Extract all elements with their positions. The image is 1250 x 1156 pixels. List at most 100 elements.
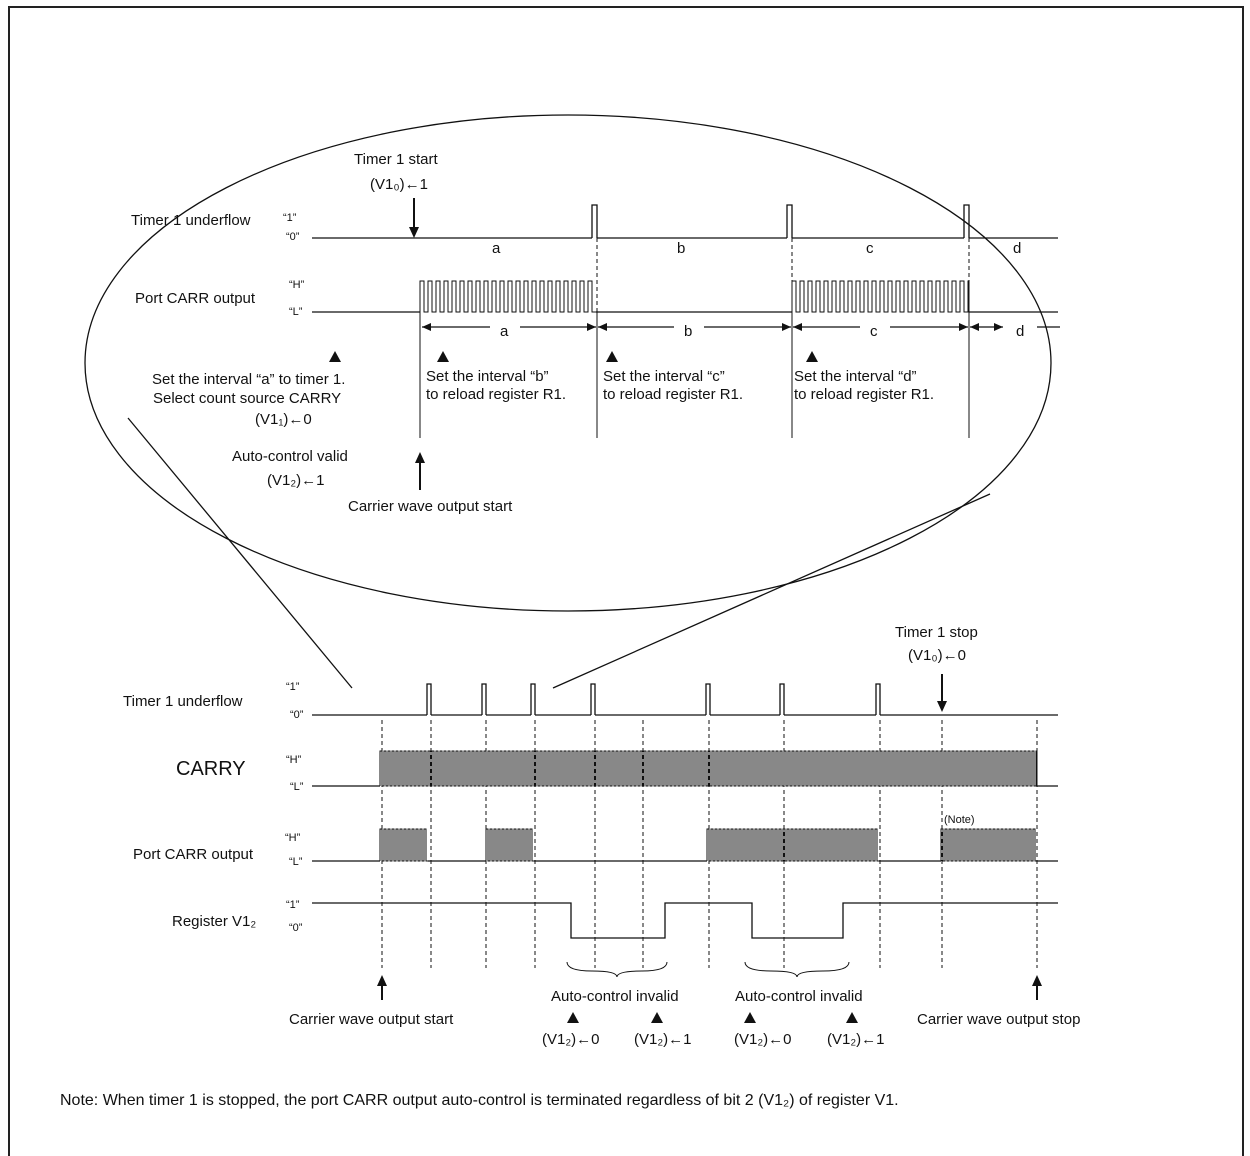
carr-level-L: “L” [289,856,303,868]
set-a-line1: Set the interval “a” to timer 1. [152,371,346,388]
set-c-line1: Set the interval “c” [603,368,725,385]
zoom-level-0: “0” [286,231,300,243]
timer-start-cmd: (V1₀)←1 [370,176,428,193]
zoom-carr-label: Port CARR output [135,290,256,307]
carry-level-H: “H” [286,754,302,766]
main-underflow-spike [590,683,596,715]
timer-stop-label: Timer 1 stop [895,624,978,641]
main-carr-label: Port CARR output [133,846,254,863]
v12-set-marker-2 [846,1012,858,1023]
interval-arrow-a-head [422,323,431,331]
zoom-underflow-spike [591,204,598,238]
auto-valid-label: Auto-control valid [232,448,348,465]
set-d-line2: to reload register R1. [794,386,935,403]
zoom-carrier-start: Carrier wave output start [348,498,513,515]
zoom-detail [84,114,1060,689]
arrow-interval-c: c [870,323,878,340]
zoom-level-H: “H” [289,279,305,291]
zoom-level-L: “L” [289,306,303,318]
underflow-interval-a: a [492,240,501,257]
zoom-connector-left [127,417,353,689]
interval-arrow-c-head [793,323,802,331]
main-underflow-spike [779,683,785,715]
arrow-interval-b: b [684,323,693,340]
timer-stop-arrow-head [937,701,947,712]
arrow-interval-a: a [500,323,509,340]
interval-arrow-a-head [587,323,596,331]
main-level-0: “0” [290,709,304,721]
cmd-v12-0-b: (V1₂)←0 [734,1031,792,1048]
set-b-marker [437,351,449,362]
interval-arrow-d-head [994,323,1003,331]
main-carrier-stop: Carrier wave output stop [917,1011,1081,1028]
zoom-carr-pulses-c [791,280,970,313]
reg-level-1: “1” [286,899,300,911]
note-marker: (Note) [944,814,975,826]
zoom-carrier-start-arrow-head [415,452,425,463]
zoom-underflow-label: Timer 1 underflow [131,212,251,229]
set-c-line2: to reload register R1. [603,386,744,403]
auto-valid-cmd: (V1₂)←1 [267,472,325,489]
underflow-interval-b: b [677,240,686,257]
set-d-marker [806,351,818,362]
footnote: Note: When timer 1 is stopped, the port … [60,1092,899,1109]
main-level-1: “1” [286,681,300,693]
main-underflow-spike [875,683,881,715]
zoom-underflow-spike [963,204,970,238]
interval-arrow-b-head [598,323,607,331]
set-a-line2: Select count source CARRY [153,390,342,407]
reg-level-0: “0” [289,922,303,934]
v12-set-marker-1 [651,1012,663,1023]
set-d-line1: Set the interval “d” [794,368,917,385]
underflow-interval-c: c [866,240,874,257]
main-carrier-start: Carrier wave output start [289,1011,454,1028]
interval-arrow-b-head [782,323,791,331]
cmd-v12-0-a: (V1₂)←0 [542,1031,600,1048]
v12-clear-marker-2 [744,1012,756,1023]
carry-level-L: “L” [290,781,304,793]
set-a-marker [329,351,341,362]
zoom-ellipse [84,114,1052,612]
set-a-cmd: (V1₁)←0 [255,411,312,428]
main-carrier-start-arrow-head [377,975,387,986]
underflow-interval-d: d [1013,240,1022,257]
timer-start-arrow-head [409,227,419,238]
carry-label: CARRY [176,758,246,780]
main-underflow-label: Timer 1 underflow [123,693,243,710]
main-underflow-spike [426,683,432,715]
cmd-v12-1-b: (V1₂)←1 [827,1031,885,1048]
zoom-connector-right [552,493,991,689]
carr-level-H: “H” [285,832,301,844]
main-carr-pulses [379,828,428,862]
main-timing [312,683,1058,978]
v12-clear-marker-1 [567,1012,579,1023]
set-b-line1: Set the interval “b” [426,368,549,385]
set-c-marker [606,351,618,362]
main-underflow-spike [481,683,487,715]
register-v12-wave [312,902,1058,939]
main-carr-pulses [940,828,1036,862]
auto-invalid-2: Auto-control invalid [735,988,863,1005]
auto-invalid-brace-1 [566,961,668,978]
main-underflow-spike [530,683,536,715]
zoom-level-1: “1” [283,212,297,224]
timer-start-label: Timer 1 start [354,151,438,168]
set-b-line2: to reload register R1. [426,386,567,403]
auto-invalid-brace-2 [744,961,850,978]
main-underflow-spike [705,683,711,715]
auto-invalid-1: Auto-control invalid [551,988,679,1005]
timer-stop-cmd: (V1₀)←0 [908,647,966,664]
zoom-carr-pulses-a [419,280,596,313]
arrow-interval-d: d [1016,323,1025,340]
figure-frame [8,6,1244,1156]
main-carrier-stop-arrow-head [1032,975,1042,986]
interval-arrow-d-head [970,323,979,331]
register-v12-label: Register V1₂ [172,913,257,930]
interval-arrow-c-head [959,323,968,331]
main-carr-pulses [485,828,534,862]
main-carr-pulses [706,828,879,862]
zoom-underflow-spike [786,204,793,238]
cmd-v12-1-a: (V1₂)←1 [634,1031,692,1048]
markers [329,198,1042,1023]
